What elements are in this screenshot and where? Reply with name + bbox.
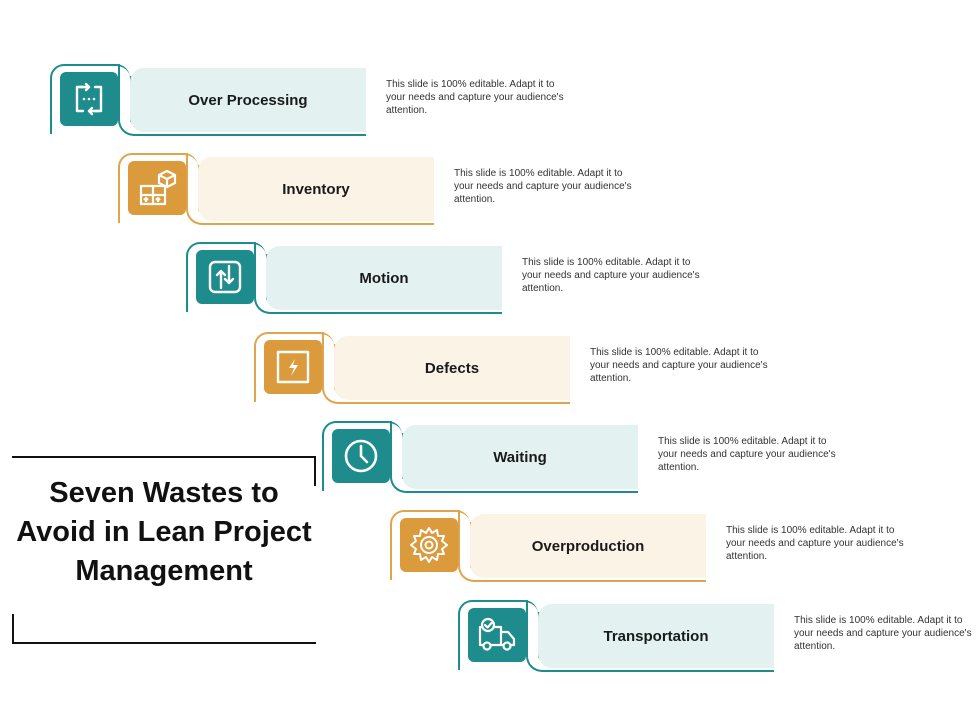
step-label: Defects: [334, 336, 570, 400]
icon-tile: [468, 608, 526, 662]
step-label: Waiting: [402, 425, 638, 489]
step-label: Inventory: [198, 157, 434, 221]
step-label: Overproduction: [470, 514, 706, 578]
label-outline: [526, 600, 774, 672]
icon-tile: [196, 250, 254, 304]
step-label: Over Processing: [130, 68, 366, 132]
label-outline: [254, 242, 502, 314]
step-description: This slide is 100% editable. Adapt it to…: [522, 257, 700, 294]
step-description: This slide is 100% editable. Adapt it to…: [794, 615, 972, 652]
title-frame-bottom-bracket: [12, 614, 316, 644]
label-outline: [186, 153, 434, 225]
step-description: This slide is 100% editable. Adapt it to…: [658, 436, 836, 473]
icon-tile: [128, 161, 186, 215]
slide-title: Seven Wastes to Avoid in Lean Project Ma…: [16, 477, 312, 587]
icon-tile: [400, 518, 458, 572]
step-description: This slide is 100% editable. Adapt it to…: [726, 525, 904, 562]
label-outline: [390, 421, 638, 493]
title-frame-top-bracket: [12, 456, 316, 486]
delivery-truck-icon: [478, 617, 516, 651]
gear-icon: [410, 527, 448, 563]
boxes-icon: [139, 169, 177, 206]
step-description: This slide is 100% editable. Adapt it to…: [454, 168, 632, 205]
icon-tile: [264, 340, 322, 394]
refresh-cycle-icon: [75, 82, 103, 116]
icon-tile: [60, 72, 118, 126]
icon-tile: [332, 429, 390, 483]
step-label: Motion: [266, 246, 502, 310]
label-outline: [322, 332, 570, 404]
clock-icon: [344, 439, 378, 473]
title-frame: Seven Wastes to Avoid in Lean Project Ma…: [12, 456, 316, 644]
step-description: This slide is 100% editable. Adapt it to…: [590, 347, 768, 384]
up-down-arrows-icon: [208, 260, 242, 294]
broken-frame-icon: [276, 350, 310, 384]
step-label: Transportation: [538, 604, 774, 668]
label-outline: [458, 510, 706, 582]
step-description: This slide is 100% editable. Adapt it to…: [386, 79, 564, 116]
label-outline: [118, 64, 366, 136]
